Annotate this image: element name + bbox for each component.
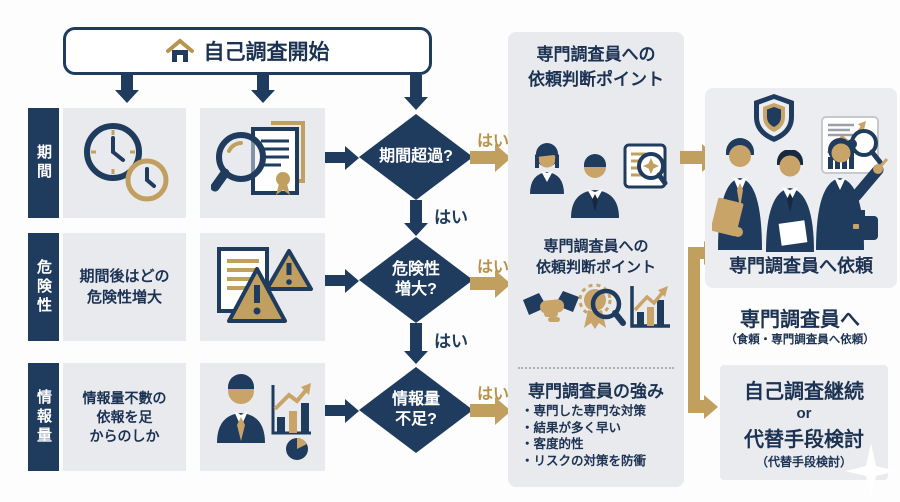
sparkle-icon <box>845 443 897 502</box>
arrow-panel-to-experts <box>680 151 702 164</box>
decision-period: 期間超過? <box>359 114 473 200</box>
handshake-icon <box>522 288 580 331</box>
continue-line1: 自己調査継続 <box>744 381 864 403</box>
strength-item: ・専門した専門な対策 <box>521 404 647 418</box>
row-label-risk: 危険性 <box>28 233 59 341</box>
strengths-title: 専門調査員の強み <box>528 382 664 401</box>
arrow-start-col1 <box>121 75 133 90</box>
businessman-icon <box>762 149 820 257</box>
gold-connector-bar <box>688 250 700 412</box>
document-search-icon <box>622 142 668 195</box>
man-bust-icon <box>568 152 622 223</box>
start-node: 自己調査開始 <box>63 27 432 75</box>
businessman-icon <box>710 138 776 255</box>
strengths-list: ・専門した専門な対策 ・結果が多く早い ・客度的性 ・リスクの対策を防衝 <box>521 403 681 469</box>
row-label-period: 期間 <box>28 108 59 218</box>
yes-down-label-2: はい <box>434 332 468 351</box>
strengths-divider <box>518 367 674 369</box>
experts-panel-caption: 専門調査員へ依頼 <box>729 256 873 276</box>
arrow-start-col2 <box>257 75 269 90</box>
audit-box <box>200 108 325 218</box>
criteria-panel-subheader: 専門調査員への 依頼判断ポイント <box>535 238 656 276</box>
bar-chart-icon <box>628 284 672 335</box>
magnifier-document-icon <box>210 117 315 210</box>
arrow-d1-d2 <box>410 200 422 223</box>
arrow-connector-to-hire <box>688 247 704 259</box>
hire-title: 専門調査員へ <box>740 309 860 331</box>
start-label: 自己調査開始 <box>203 41 330 64</box>
arrow-d2-d3 <box>410 323 422 351</box>
arrow-yes-3 <box>470 404 495 417</box>
hire-subtitle: （食頼・専門調査員へ依頼） <box>725 334 875 346</box>
continue-sub: （代替手段検討） <box>755 455 852 469</box>
continue-panel: 自己調査継続 or 代替手段検討 （代替手段検討） <box>720 365 888 480</box>
home-icon <box>165 38 194 64</box>
woman-bust-icon <box>528 140 566 199</box>
award-magnifier-icon <box>578 282 626 341</box>
continue-or: or <box>796 405 812 422</box>
clock-icon <box>75 118 175 209</box>
row-label-info: 情報量 <box>28 363 59 471</box>
arrow-row2-diamond <box>325 275 345 286</box>
yes-down-label-1: はい <box>434 208 468 227</box>
document-warning-icon <box>211 241 315 334</box>
arrow-yes-1 <box>470 151 495 164</box>
criteria-panel-header: 専門調査員への 依頼判断ポイント <box>528 45 664 89</box>
strength-item: ・客度的性 <box>521 437 584 451</box>
yes-right-label-3: はい <box>477 386 510 403</box>
risk-note-box: 期間後はどの 危険性増大 <box>63 233 186 341</box>
decision-risk: 危険性 増大? <box>359 237 473 323</box>
arrow-yes-2 <box>470 277 495 290</box>
clock-box <box>63 108 186 218</box>
yes-right-label-1: はい <box>477 133 510 150</box>
arrow-connector-to-continue <box>688 400 704 413</box>
person-chart-icon <box>211 369 315 466</box>
briefcase-icon <box>832 206 880 247</box>
continue-line2: 代替手段検討 <box>744 429 864 451</box>
criteria-panel <box>508 32 684 487</box>
person-chart-box <box>200 363 325 471</box>
strength-item: ・リスクの対策を防衝 <box>521 453 647 468</box>
decision-info: 情報量 不足? <box>359 367 473 453</box>
arrow-row1-diamond <box>325 152 345 163</box>
yes-right-label-2: はい <box>477 259 510 276</box>
warning-box <box>200 233 325 341</box>
arrow-start-diamond1 <box>410 75 422 97</box>
shield-icon <box>752 93 796 148</box>
arrow-row3-diamond <box>325 405 345 416</box>
strength-item: ・結果が多く早い <box>521 420 622 435</box>
info-note-box: 情報量不數の 依報を足 からのしか <box>63 363 186 471</box>
